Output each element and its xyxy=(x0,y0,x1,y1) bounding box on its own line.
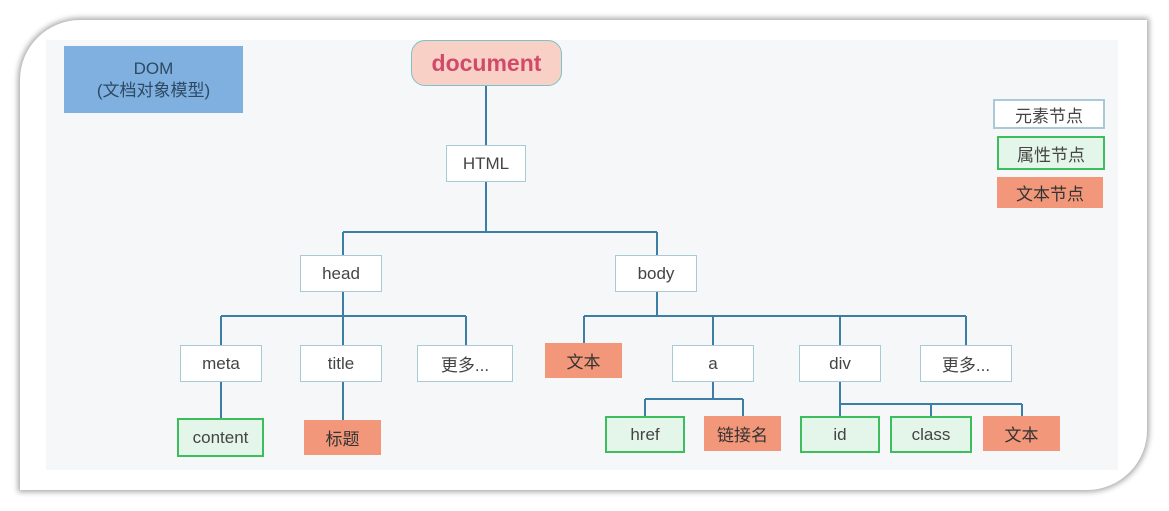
legend-element-node: 元素节点 xyxy=(993,99,1105,129)
legend-text-node: 文本节点 xyxy=(997,177,1103,208)
head-node: head xyxy=(300,255,382,292)
title-text-node: 标题 xyxy=(304,420,381,455)
title-node: title xyxy=(300,345,382,382)
body-more-node: 更多... xyxy=(920,345,1012,382)
dom-title: DOM xyxy=(133,59,174,79)
id-attribute-node: id xyxy=(800,416,880,453)
body-node: body xyxy=(615,255,697,292)
content-attribute-node: content xyxy=(177,418,264,457)
legend-attribute-node: 属性节点 xyxy=(997,136,1105,170)
a-node: a xyxy=(672,345,754,382)
dom-subtitle: (文档对象模型) xyxy=(96,80,211,100)
link-name-text-node: 链接名 xyxy=(704,416,781,451)
meta-node: meta xyxy=(180,345,262,382)
div-text-node: 文本 xyxy=(983,416,1060,451)
div-node: div xyxy=(799,345,881,382)
head-more-node: 更多... xyxy=(417,345,513,382)
class-attribute-node: class xyxy=(890,416,972,453)
href-attribute-node: href xyxy=(605,416,685,453)
document-node: document xyxy=(411,40,562,86)
html-node: HTML xyxy=(446,145,526,182)
dom-title-box: DOM (文档对象模型) xyxy=(64,46,243,113)
body-text-node: 文本 xyxy=(545,343,622,378)
